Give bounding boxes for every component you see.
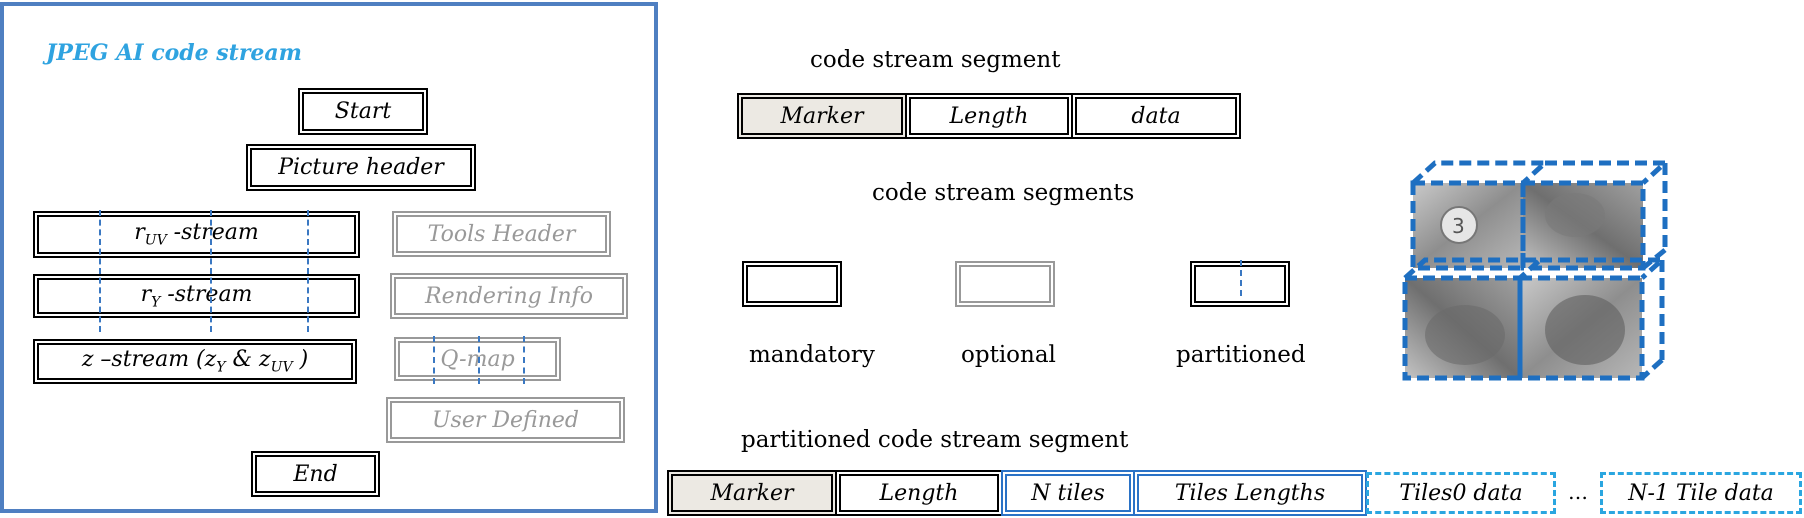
q-map-box: Q-map (394, 337, 561, 381)
n-tiles-label: N tiles (1031, 480, 1105, 506)
legend-mandatory-box (742, 261, 842, 307)
tiles0-data-box: Tiles0 data (1366, 472, 1556, 514)
start-label: Start (334, 99, 392, 124)
segment-marker-box: Marker (737, 93, 907, 139)
ry-stream-box: rY -stream (33, 274, 360, 318)
svg-text:3: 3 (1452, 214, 1465, 238)
z-stream-box: z –stream (zY & zUV ) (33, 339, 357, 384)
segment-marker-label: Marker (780, 103, 864, 129)
code-stream-frame (0, 2, 658, 513)
segment-heading: code stream segment (810, 47, 1061, 73)
ry-stream-label: rY -stream (140, 281, 253, 311)
tiles0-data-label: Tiles0 data (1399, 480, 1523, 506)
partitioned-marker-box: Marker (667, 470, 837, 516)
legend-mandatory-label: mandatory (749, 342, 875, 368)
segment-length-label: Length (949, 103, 1029, 129)
tiles-lengths-label: Tiles Lengths (1174, 480, 1326, 506)
start-box: Start (298, 88, 428, 135)
tools-header-box: Tools Header (392, 211, 611, 257)
legend-heading: code stream segments (872, 180, 1135, 206)
n1-tile-data-box: N-1 Tile data (1600, 472, 1802, 514)
tools-header-label: Tools Header (427, 221, 576, 247)
segment-data-box: data (1071, 93, 1241, 139)
user-defined-box: User Defined (386, 397, 625, 443)
picture-header-box: Picture header (246, 144, 476, 191)
partitioned-heading: partitioned code stream segment (741, 427, 1129, 453)
legend-partitioned-label: partitioned (1176, 342, 1306, 368)
q-map-label: Q-map (440, 346, 515, 372)
code-stream-title: JPEG AI code stream (46, 40, 302, 66)
tiles-lengths-box: Tiles Lengths (1133, 470, 1367, 516)
partition-divider (307, 210, 309, 332)
partition-divider (1240, 260, 1242, 296)
partition-divider (99, 210, 101, 332)
user-defined-label: User Defined (432, 407, 579, 433)
end-box: End (251, 451, 380, 497)
legend-optional-label: optional (961, 342, 1056, 368)
legend-optional-box (955, 261, 1055, 307)
rendering-info-label: Rendering Info (425, 283, 593, 309)
rendering-info-box: Rendering Info (390, 273, 628, 319)
n1-tile-data-label: N-1 Tile data (1628, 480, 1774, 506)
end-label: End (293, 461, 338, 487)
segment-length-box: Length (905, 93, 1073, 139)
partition-divider (210, 210, 212, 332)
ruv-stream-label: rUV -stream (134, 220, 259, 249)
partition-divider (433, 336, 435, 384)
ruv-stream-box: rUV -stream (33, 211, 360, 258)
partition-divider (478, 336, 480, 384)
partition-divider (523, 336, 525, 384)
partitioned-marker-label: Marker (710, 480, 794, 506)
partitioned-length-box: Length (835, 470, 1003, 516)
picture-header-label: Picture header (278, 155, 444, 180)
n-tiles-box: N tiles (1001, 470, 1135, 516)
tiled-picture-cube-icon: 3 (1402, 160, 1672, 381)
segment-data-label: data (1131, 103, 1181, 129)
z-stream-label: z –stream (zY & zUV ) (81, 347, 309, 376)
tiles-ellipsis: … (1568, 480, 1588, 504)
partitioned-length-label: Length (879, 480, 959, 506)
